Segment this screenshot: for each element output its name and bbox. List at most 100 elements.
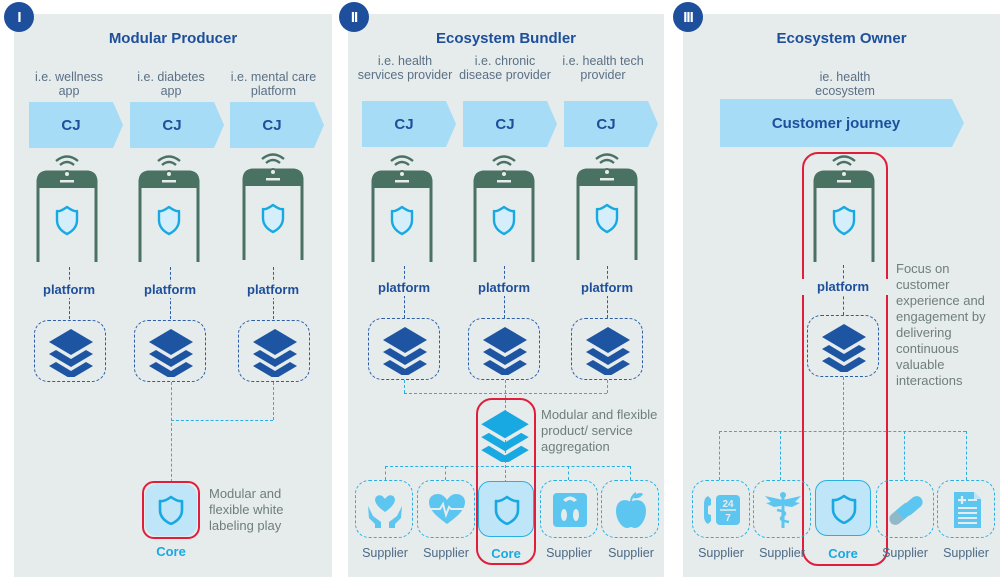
apple-icon	[616, 492, 646, 528]
cj-label: CJ	[262, 116, 282, 134]
smartphone-icon	[466, 152, 542, 262]
layers-icon	[482, 325, 528, 375]
connector-line	[780, 431, 781, 480]
highlight-frame	[142, 481, 200, 539]
platform-layers-box	[34, 320, 106, 382]
connector-line	[171, 382, 172, 482]
connector-line	[273, 382, 274, 420]
connector-line	[719, 431, 720, 480]
connector-line	[966, 431, 967, 480]
svg-text:24: 24	[722, 499, 734, 510]
annotation-note: Modular and flexible white labeling play	[209, 486, 284, 533]
customer-journey-arrow: CJ	[29, 102, 123, 148]
platform-layers-box	[468, 318, 540, 380]
core-node	[478, 481, 534, 537]
connector-line	[630, 466, 631, 480]
example-label: i.e. health tech provider	[562, 54, 644, 82]
smartphone-icon	[806, 152, 882, 262]
supplier-node	[753, 480, 811, 538]
supplier-label: Supplier	[943, 546, 989, 560]
supplier-node	[601, 480, 659, 538]
platform-layers-box	[238, 320, 310, 382]
annotation-note: Focus on customer experience and engagem…	[896, 261, 986, 388]
supplier-node	[937, 480, 995, 538]
supplier-node	[355, 480, 413, 538]
platform-label: platform	[459, 280, 549, 296]
platform-label: platform	[24, 282, 114, 298]
core-label: Core	[491, 546, 521, 561]
panel-title: Ecosystem Bundler	[435, 30, 577, 47]
caduceus-icon	[765, 492, 801, 528]
smartphone-icon	[131, 152, 207, 262]
smartphone-icon	[29, 152, 105, 262]
core-node	[145, 484, 197, 536]
platform-layers-box	[807, 315, 879, 377]
example-label: i.e. chronic disease provider	[459, 54, 551, 82]
supplier-label: Supplier	[698, 546, 744, 560]
connector-line	[607, 380, 608, 393]
layers-icon	[48, 327, 94, 377]
phone-24-7-icon: 24 7	[704, 495, 740, 525]
core-node	[815, 480, 871, 536]
customer-journey-arrow: Customer journey	[720, 99, 964, 147]
platform-layers-box	[368, 318, 440, 380]
cj-label: Customer journey	[771, 114, 901, 132]
platform-label: platform	[125, 282, 215, 298]
layers-icon	[148, 327, 194, 377]
supplier-label: Supplier	[546, 546, 592, 560]
platform-layers-box	[134, 320, 206, 382]
layers-icon	[252, 327, 298, 377]
cj-label: CJ	[596, 115, 616, 133]
supplier-label: Supplier	[882, 546, 928, 560]
core-label: Core	[828, 546, 858, 561]
scale-feet-icon	[553, 493, 587, 527]
cj-label: CJ	[495, 115, 515, 133]
pills-icon	[889, 496, 923, 525]
layers-icon	[585, 325, 631, 375]
connector-line	[385, 466, 386, 480]
platform-label: platform	[228, 282, 318, 298]
customer-journey-arrow: CJ	[564, 101, 658, 147]
cj-label: CJ	[162, 116, 182, 134]
svg-text:7: 7	[725, 513, 731, 524]
layers-icon	[821, 322, 867, 372]
platform-label: platform	[562, 280, 652, 296]
heartbeat-icon	[429, 494, 465, 524]
platform-label: platform	[798, 279, 888, 295]
connector-line	[843, 377, 844, 480]
panel-badge: I	[4, 2, 34, 32]
connector-line	[171, 420, 273, 421]
heart-hands-icon	[368, 495, 402, 528]
connector-line	[568, 466, 569, 480]
example-label: ie. health ecosystem	[815, 70, 875, 98]
smartphone-icon	[364, 152, 440, 262]
shield-icon	[831, 494, 857, 524]
highlight-frame	[802, 152, 888, 566]
supplier-label: Supplier	[423, 546, 469, 560]
core-label: Core	[156, 544, 186, 559]
platform-layers-box	[571, 318, 643, 380]
smartphone-icon	[235, 150, 311, 260]
annotation-note: Modular and flexible product/ service ag…	[541, 407, 658, 454]
supplier-node	[540, 480, 598, 538]
highlight-frame	[476, 398, 536, 565]
platform-label: platform	[359, 280, 449, 296]
supplier-node: 24 7	[692, 480, 750, 538]
example-label: i.e. health services provider	[357, 54, 453, 82]
example-label: i.e. wellness app	[34, 70, 104, 98]
supplier-label: Supplier	[608, 546, 654, 560]
connector-line	[719, 431, 966, 432]
connector-line	[385, 466, 630, 467]
example-label: i.e. mental care platform	[230, 70, 317, 98]
panel-badge: III	[673, 2, 703, 32]
cj-label: CJ	[394, 115, 414, 133]
supplier-node	[417, 480, 475, 538]
panel-title: Ecosystem Owner	[776, 30, 907, 47]
customer-journey-arrow: CJ	[230, 102, 324, 148]
shield-icon	[494, 495, 520, 525]
cj-label: CJ	[61, 116, 81, 134]
customer-journey-arrow: CJ	[463, 101, 557, 147]
supplier-label: Supplier	[759, 546, 805, 560]
smartphone-icon	[569, 150, 645, 260]
medical-record-icon	[954, 492, 981, 528]
